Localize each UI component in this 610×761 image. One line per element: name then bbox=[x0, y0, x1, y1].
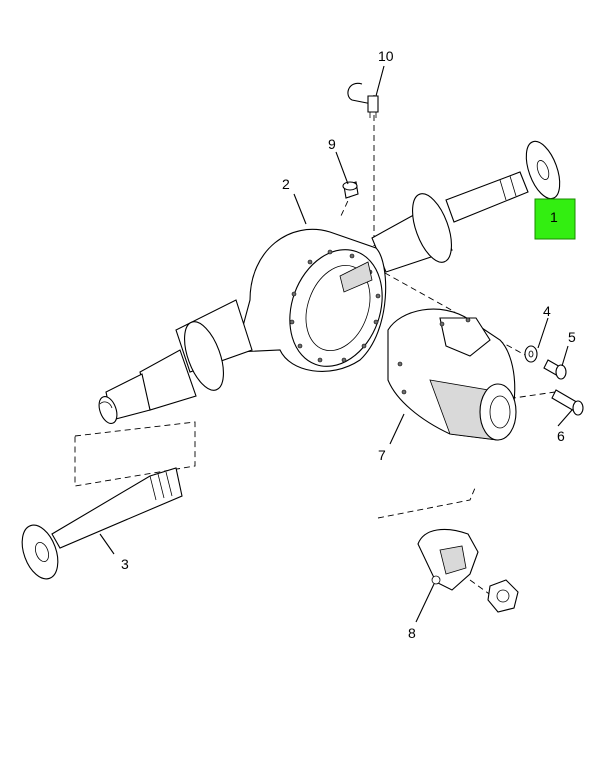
callout-4[interactable]: 4 bbox=[543, 303, 551, 319]
callout-8[interactable]: 8 bbox=[408, 625, 416, 641]
part-10-breather[interactable] bbox=[347, 82, 379, 118]
callout-2[interactable]: 2 bbox=[282, 176, 290, 192]
part-8-yoke[interactable] bbox=[417, 528, 519, 613]
callout-1[interactable]: 1 bbox=[550, 209, 558, 225]
callout-3[interactable]: 3 bbox=[121, 556, 129, 572]
part-1-axle-shaft[interactable] bbox=[445, 137, 566, 223]
callout-10[interactable]: 10 bbox=[378, 48, 394, 64]
part-5-bolt[interactable] bbox=[543, 359, 567, 380]
leader-lines bbox=[99, 65, 573, 623]
part-4-washer[interactable] bbox=[524, 345, 538, 363]
part-9-plug[interactable] bbox=[342, 181, 359, 199]
callout-5[interactable]: 5 bbox=[568, 329, 576, 345]
part-7-differential-carrier[interactable] bbox=[387, 308, 517, 441]
callout-7[interactable]: 7 bbox=[378, 447, 386, 463]
callout-9[interactable]: 9 bbox=[328, 136, 336, 152]
part-3-axle-shaft[interactable] bbox=[15, 467, 183, 584]
callout-6[interactable]: 6 bbox=[557, 428, 565, 444]
part-2-axle-housing[interactable] bbox=[96, 189, 460, 426]
callout-1-highlight[interactable] bbox=[534, 198, 576, 240]
part-6-stud[interactable] bbox=[551, 389, 584, 416]
